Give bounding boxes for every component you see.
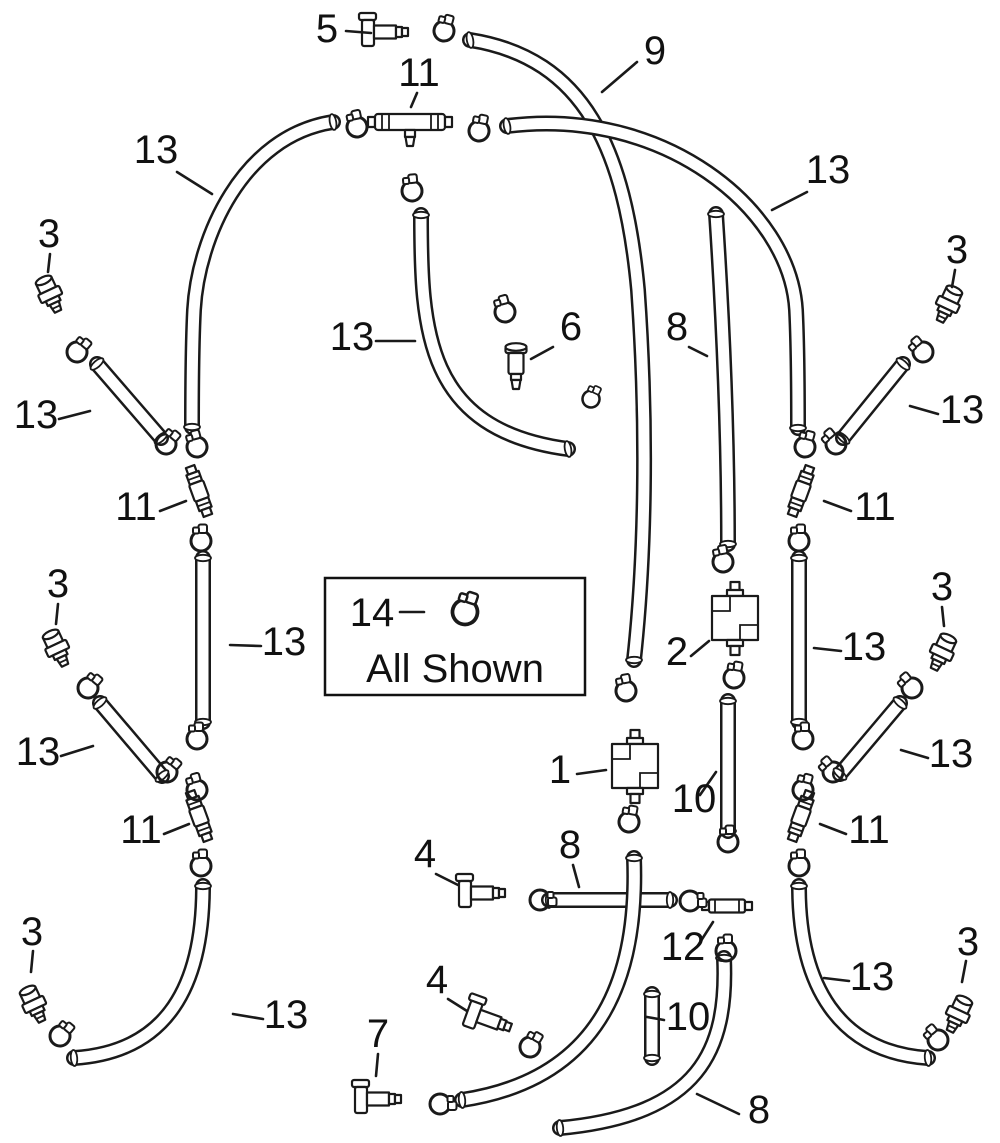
fitting-3-bottom-right [938, 991, 978, 1038]
legend-caption: All Shown [366, 647, 544, 691]
fitting-3-mid-left [37, 625, 77, 672]
fitting-3-top-right [928, 281, 968, 328]
hose-clamp-icon [430, 10, 460, 45]
callout-9: 9 [644, 29, 666, 73]
elbow-fitting-4-lower [458, 991, 519, 1042]
callout-3-bottom-right: 3 [957, 920, 979, 964]
hose-10-lower [643, 986, 661, 1066]
callout-3-top-right: 3 [946, 228, 968, 272]
callout-3-mid-right: 3 [931, 565, 953, 609]
hose-13-right-lower-angled [832, 695, 908, 782]
hose-clamp-icon [185, 721, 209, 751]
hose-13-right-vertical [790, 550, 808, 730]
callout-2: 2 [666, 630, 688, 674]
connector-11-left-lower [181, 787, 217, 845]
fitting-6 [504, 342, 528, 391]
fitting-3-top-left [30, 271, 70, 318]
hose-clamp-icon [189, 848, 213, 878]
hose-clamp-icon [465, 111, 494, 145]
callout-11-left-upper: 11 [115, 485, 157, 529]
callout-8-bottom: 8 [748, 1088, 770, 1132]
check-valve-1 [610, 728, 660, 805]
hose-clamp-icon [489, 291, 519, 326]
hose-clamp-icon [791, 721, 815, 751]
callout-13-left-upper: 13 [14, 393, 59, 437]
hose-8-middle [707, 206, 737, 552]
hose-clamp-icon [720, 658, 749, 692]
callout-3-mid-left: 3 [47, 562, 69, 606]
callout-3-top-left: 3 [38, 212, 60, 256]
callout-1: 1 [549, 748, 571, 792]
hose-clamp-icon [44, 1015, 80, 1052]
leader-lines [29, 29, 968, 1116]
callout-8-middle: 8 [666, 305, 688, 349]
callout-13-top-left: 13 [134, 128, 179, 172]
callout-11-tee: 11 [398, 51, 440, 95]
callout-13-left-lower: 13 [16, 730, 61, 774]
hose-10-upper [719, 693, 737, 839]
elbow-fitting-5 [357, 11, 410, 48]
hose-clamp-icon [514, 1026, 549, 1063]
legend-box: 14 All Shown [323, 576, 587, 697]
callout-13-left-vertical: 13 [262, 620, 307, 664]
hose-clamp-icon [428, 1092, 458, 1116]
callout-13-bottom-right: 13 [850, 955, 895, 999]
hose-clamp-icon [578, 381, 606, 412]
callout-6: 6 [560, 305, 582, 349]
hose-13-bottom-left [66, 878, 212, 1067]
callout-12: 12 [661, 925, 706, 969]
legend-box-border [323, 576, 587, 697]
hose-clamp-icon [399, 172, 425, 204]
callout-labels: 5 11 9 13 13 3 3 13 13 6 8 13 11 11 3 3 … [14, 7, 985, 1132]
hose-13-left-vertical [194, 550, 212, 730]
hose-13-left-lower-angled [92, 695, 170, 784]
hose-13-bottom-right [790, 878, 936, 1067]
hose-9 [462, 31, 653, 668]
hose-8-horizontal [541, 891, 678, 909]
hose-clamp-icon [189, 523, 213, 553]
callout-8-horizontal: 8 [559, 823, 581, 867]
tee-connector-11-top [366, 112, 454, 148]
hose-13-top-right [499, 115, 807, 436]
hose-clamp-icon [787, 523, 811, 553]
callout-10-upper: 10 [672, 777, 717, 821]
hose-13-right-upper-angled [835, 356, 911, 446]
callout-4-lower: 4 [426, 958, 448, 1002]
hose-clamp-icon [611, 671, 640, 705]
hose-13-top-left [183, 113, 341, 435]
callout-10-lower: 10 [666, 995, 711, 1039]
callout-13-right-upper: 13 [940, 388, 985, 432]
callout-13-top-right: 13 [806, 148, 851, 192]
fitting-3-mid-right [922, 629, 962, 676]
callout-4-upper: 4 [414, 832, 436, 876]
callout-5-top: 5 [316, 7, 338, 51]
callout-3-bottom-left: 3 [21, 910, 43, 954]
callout-11-left-lower: 11 [120, 808, 162, 852]
callout-13-center: 13 [330, 315, 375, 359]
callout-11-right-lower: 11 [848, 808, 890, 852]
callout-7: 7 [367, 1012, 389, 1056]
hose-clamp-icon [678, 889, 708, 913]
elbow-fitting-4-upper [454, 872, 507, 909]
hose-13-left-upper-angled [89, 356, 169, 446]
hose-clamp-icon [787, 848, 811, 878]
hose-8-bottom-left [454, 850, 643, 1109]
callout-13-bottom-left: 13 [264, 993, 309, 1037]
elbow-fitting-7 [350, 1078, 403, 1115]
legend-ref-number: 14 [350, 591, 395, 635]
hose-clamp-icon [615, 802, 644, 836]
hose-13-center [412, 207, 576, 458]
connector-11-right-upper [783, 462, 819, 520]
fitting-3-bottom-left [14, 981, 54, 1028]
callout-13-right-lower: 13 [929, 732, 974, 776]
check-valve-2 [710, 580, 760, 657]
fitting-12 [700, 898, 754, 914]
connector-11-left-upper [181, 462, 217, 520]
callout-11-right-upper: 11 [854, 485, 896, 529]
callout-13-right-vertical: 13 [842, 625, 887, 669]
hose-clamp-icon [342, 107, 371, 141]
connector-11-right-lower [783, 787, 819, 845]
